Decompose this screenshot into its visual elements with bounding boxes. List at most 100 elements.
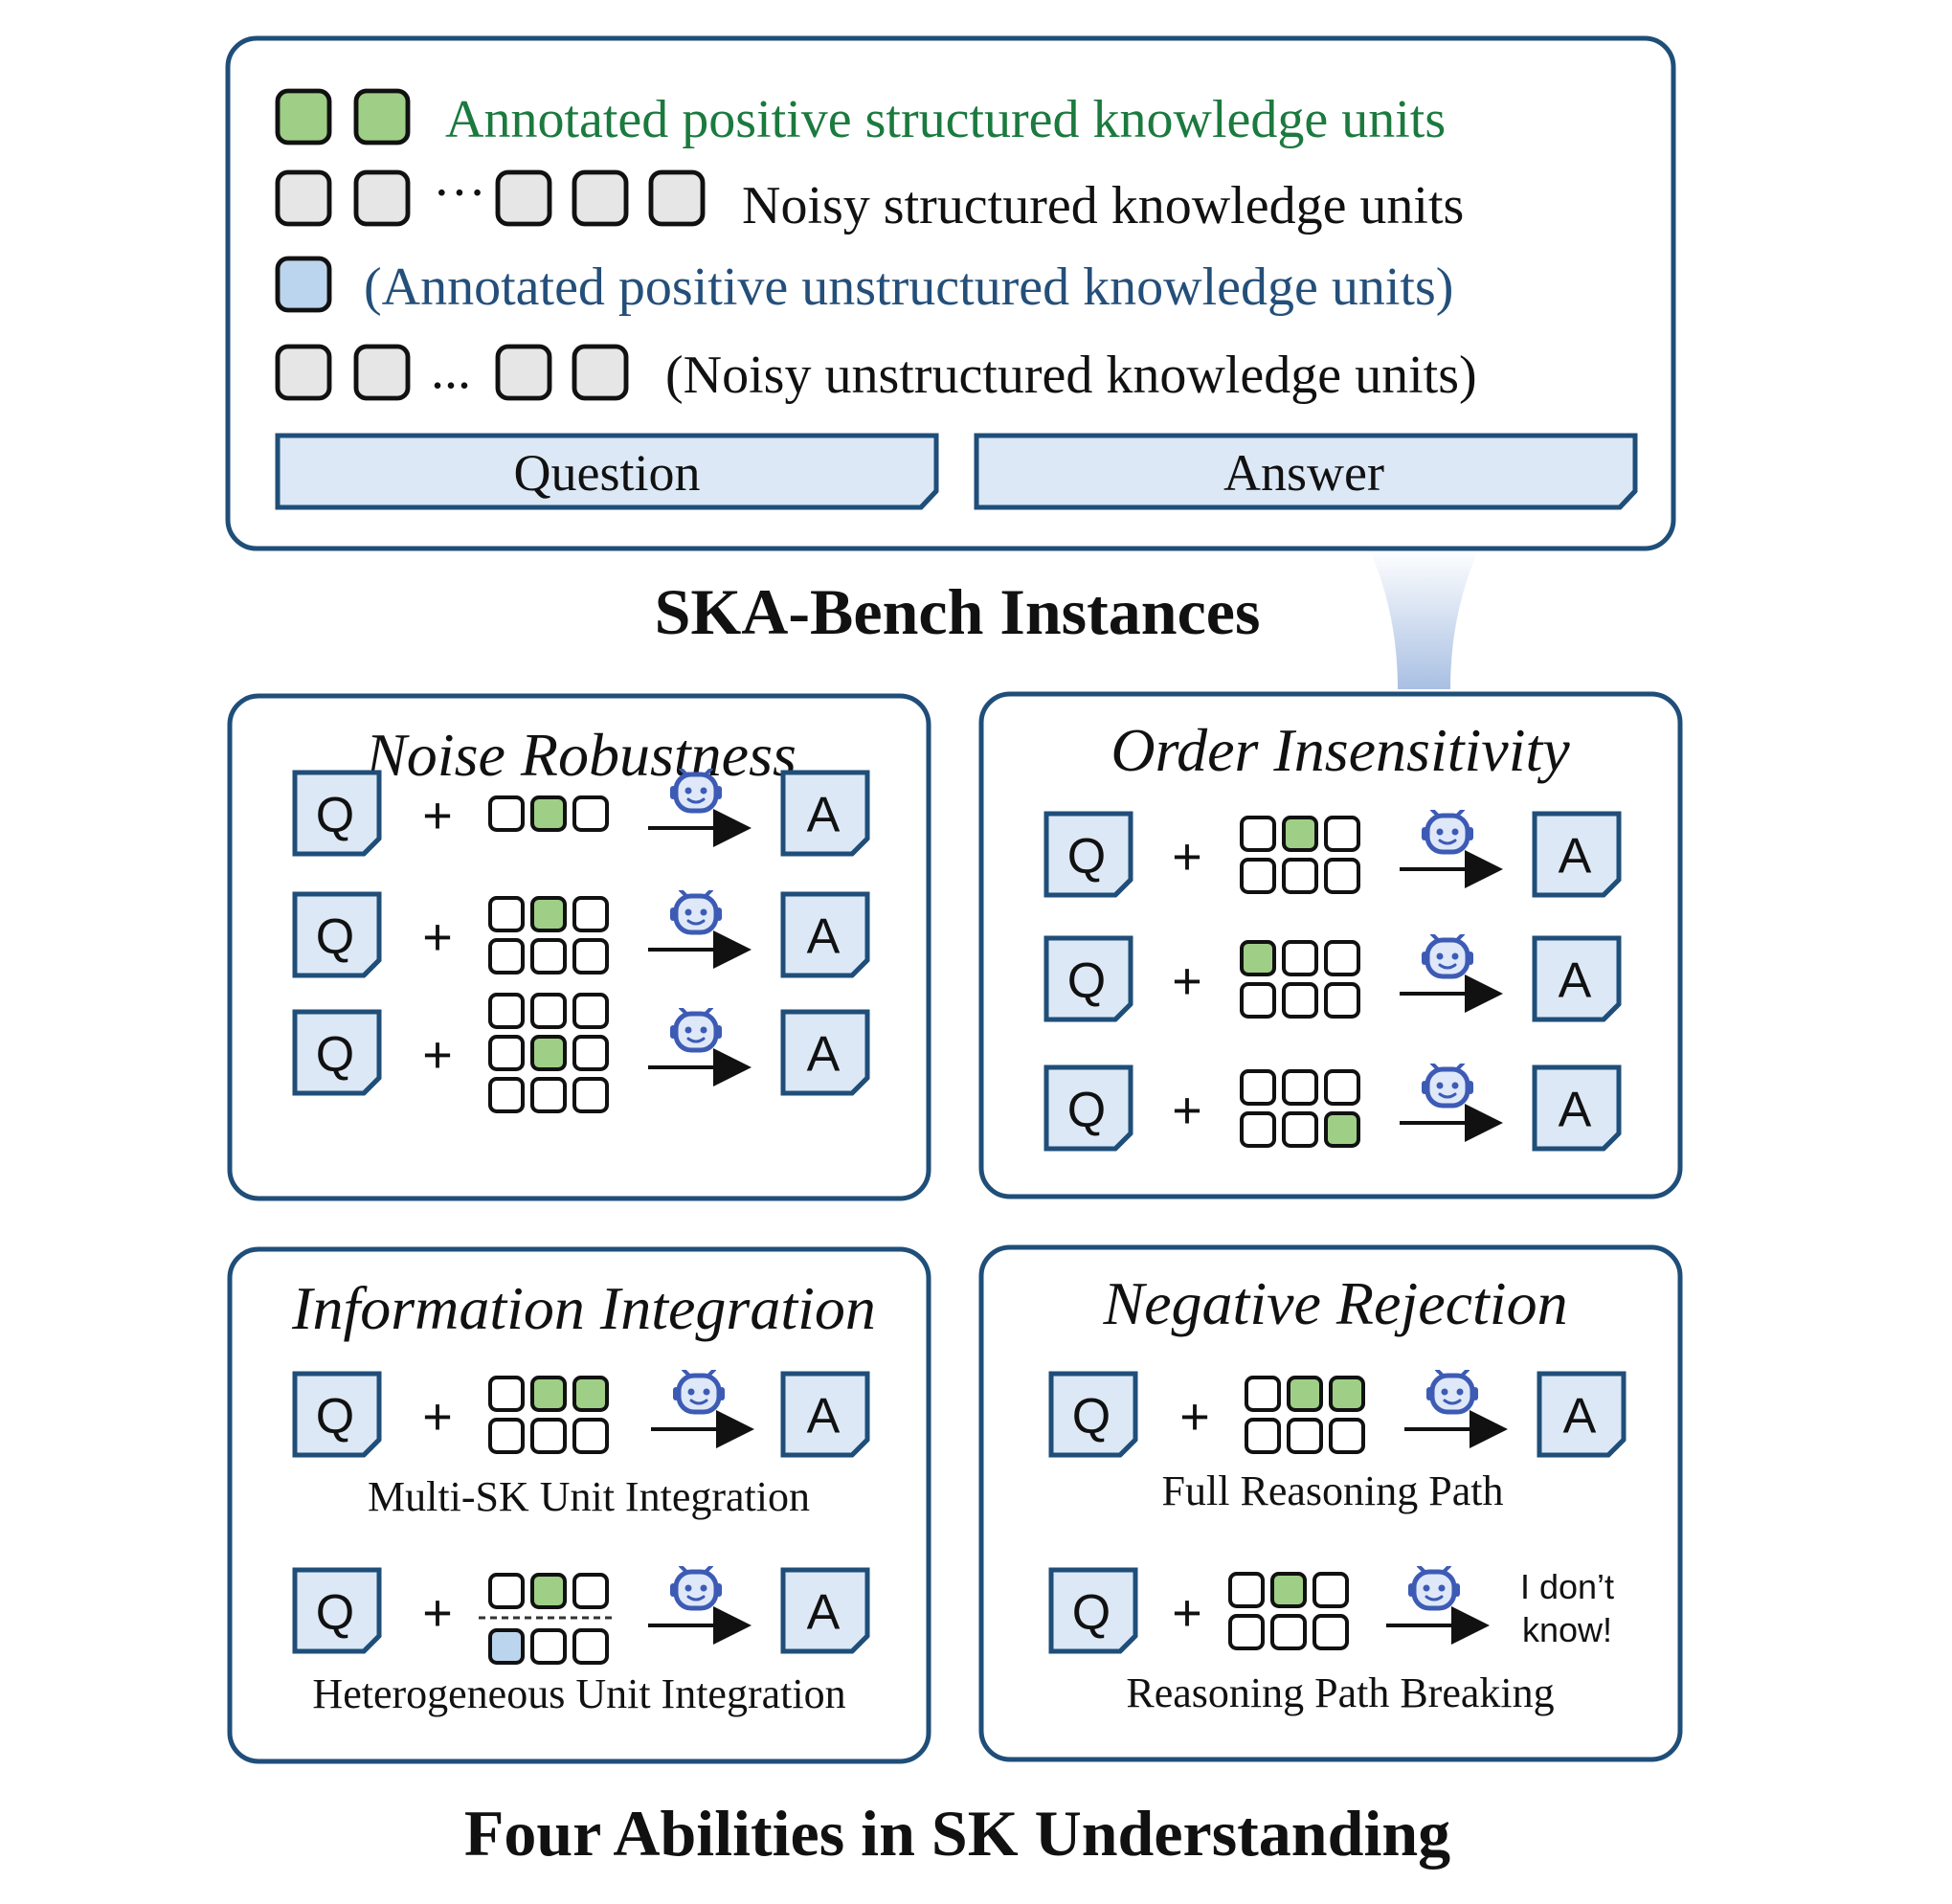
- noisy-unit: [1240, 858, 1276, 894]
- question-letter: Q: [1072, 1389, 1111, 1445]
- plus-sign: +: [1172, 1584, 1202, 1642]
- positive-unit: [572, 1376, 609, 1412]
- answer-doc: A: [1532, 935, 1622, 1022]
- negative-rejection-title: Negative Rejection: [1102, 1269, 1567, 1337]
- noisy-unit: [1324, 1069, 1360, 1106]
- answer-letter: A: [807, 1389, 841, 1445]
- question-doc: Q: [1043, 811, 1133, 898]
- unstructured-positive-unit: [488, 1628, 525, 1665]
- llm-robot-arrow: [648, 1566, 752, 1645]
- legend-ellipsis-1: ···: [433, 164, 486, 223]
- noisy-unit: [572, 1573, 609, 1609]
- knowledge-unit-grid: [1240, 1069, 1360, 1148]
- positive-unit: [530, 1035, 567, 1071]
- legend-positive-unstructured: [275, 256, 332, 313]
- noisy-unit: [572, 993, 609, 1029]
- plus-sign: +: [422, 787, 453, 844]
- path-breaking-caption: Reasoning Path Breaking: [1126, 1669, 1554, 1716]
- answer-letter: A: [807, 1027, 841, 1083]
- knowledge-unit-grid: [488, 1376, 609, 1454]
- plus-sign: +: [422, 908, 453, 966]
- legend-unit: [495, 169, 552, 227]
- noisy-unit: [1240, 982, 1276, 1019]
- positive-unit: [1324, 1111, 1360, 1148]
- noisy-unit: [1282, 940, 1318, 976]
- noisy-unit: [572, 1628, 609, 1665]
- legend-unit: [572, 344, 629, 401]
- answer-bar: Answer: [974, 433, 1638, 510]
- question-letter: Q: [1067, 829, 1106, 885]
- noisy-unit: [1240, 1069, 1276, 1106]
- llm-robot-arrow: [648, 1008, 752, 1086]
- positive-unit: [1282, 816, 1318, 852]
- positive-unit: [1240, 940, 1276, 976]
- noisy-unit: [488, 1573, 525, 1609]
- plus-sign: +: [1172, 828, 1202, 885]
- legend-unit: [353, 169, 411, 227]
- heterogeneous-caption: Heterogeneous Unit Integration: [312, 1670, 845, 1717]
- noisy-unit: [1245, 1376, 1281, 1412]
- noisy-unit: [530, 938, 567, 974]
- legend-unit: [275, 256, 332, 313]
- noisy-unit: [1228, 1614, 1265, 1650]
- legend-positive-unstructured-label: (Annotated positive unstructured knowled…: [364, 258, 1453, 317]
- noisy-unit: [530, 1418, 567, 1454]
- question-letter: Q: [316, 909, 354, 965]
- question-letter: Q: [1067, 953, 1106, 1009]
- noisy-unit: [1245, 1418, 1281, 1454]
- plus-sign: +: [422, 1584, 453, 1642]
- noisy-unit: [530, 993, 567, 1029]
- multi-sk-caption: Multi-SK Unit Integration: [368, 1473, 810, 1520]
- legend-unit: [353, 344, 411, 401]
- noisy-unit: [572, 938, 609, 974]
- question-letter: Q: [316, 1027, 354, 1083]
- positive-unit: [530, 896, 567, 932]
- llm-robot-arrow: [1400, 1064, 1503, 1142]
- dont-know-line-1: I don’t: [1520, 1567, 1614, 1606]
- knowledge-unit-grid: [1245, 1376, 1365, 1454]
- answer-letter: A: [1559, 1083, 1592, 1138]
- noisy-unit: [1240, 816, 1276, 852]
- legend-unit: [648, 169, 706, 227]
- answer-letter: A: [1559, 829, 1592, 885]
- answer-letter: A: [807, 909, 841, 965]
- llm-robot-arrow: [1400, 934, 1503, 1013]
- answer-doc: A: [1532, 811, 1622, 898]
- noisy-unit: [1228, 1572, 1265, 1608]
- knowledge-unit-grid: [488, 795, 609, 832]
- noisy-unit: [1324, 858, 1360, 894]
- noisy-unit: [1240, 1111, 1276, 1148]
- noisy-unit: [1324, 982, 1360, 1019]
- legend-unit: [495, 344, 552, 401]
- answer-doc: A: [780, 1567, 870, 1654]
- question-doc: Q: [1043, 935, 1133, 1022]
- knowledge-unit-grid: [488, 1573, 609, 1609]
- information-integration-title: Information Integration: [291, 1274, 876, 1342]
- full-path-caption: Full Reasoning Path: [1162, 1467, 1504, 1514]
- noisy-unit: [1324, 940, 1360, 976]
- legend-unit: [275, 344, 332, 401]
- noisy-unit: [1324, 816, 1360, 852]
- noisy-unit: [488, 896, 525, 932]
- answer-doc: A: [780, 1009, 870, 1096]
- question-doc: Q: [292, 1567, 382, 1654]
- legend-noisy-unstructured: [275, 344, 629, 401]
- legend-unit: [572, 169, 629, 227]
- noisy-unit: [488, 1376, 525, 1412]
- knowledge-unit-grid: [1240, 940, 1360, 1019]
- question-letter: Q: [316, 1585, 354, 1641]
- positive-unit: [1270, 1572, 1307, 1608]
- positive-unit: [530, 1573, 567, 1609]
- question-label: Question: [514, 444, 701, 502]
- noisy-unit: [1313, 1572, 1349, 1608]
- positive-unit: [1287, 1376, 1323, 1412]
- noisy-unit: [572, 1035, 609, 1071]
- knowledge-unit-grid: [488, 1628, 609, 1665]
- positive-unit: [530, 1376, 567, 1412]
- noisy-unit: [488, 1077, 525, 1113]
- legend-positive-structured-label: Annotated positive structured knowledge …: [445, 90, 1446, 149]
- negative-rejection-panel: [978, 1244, 1683, 1762]
- question-doc: Q: [1048, 1567, 1138, 1654]
- noisy-unit: [1270, 1614, 1307, 1650]
- question-letter: Q: [1067, 1083, 1106, 1138]
